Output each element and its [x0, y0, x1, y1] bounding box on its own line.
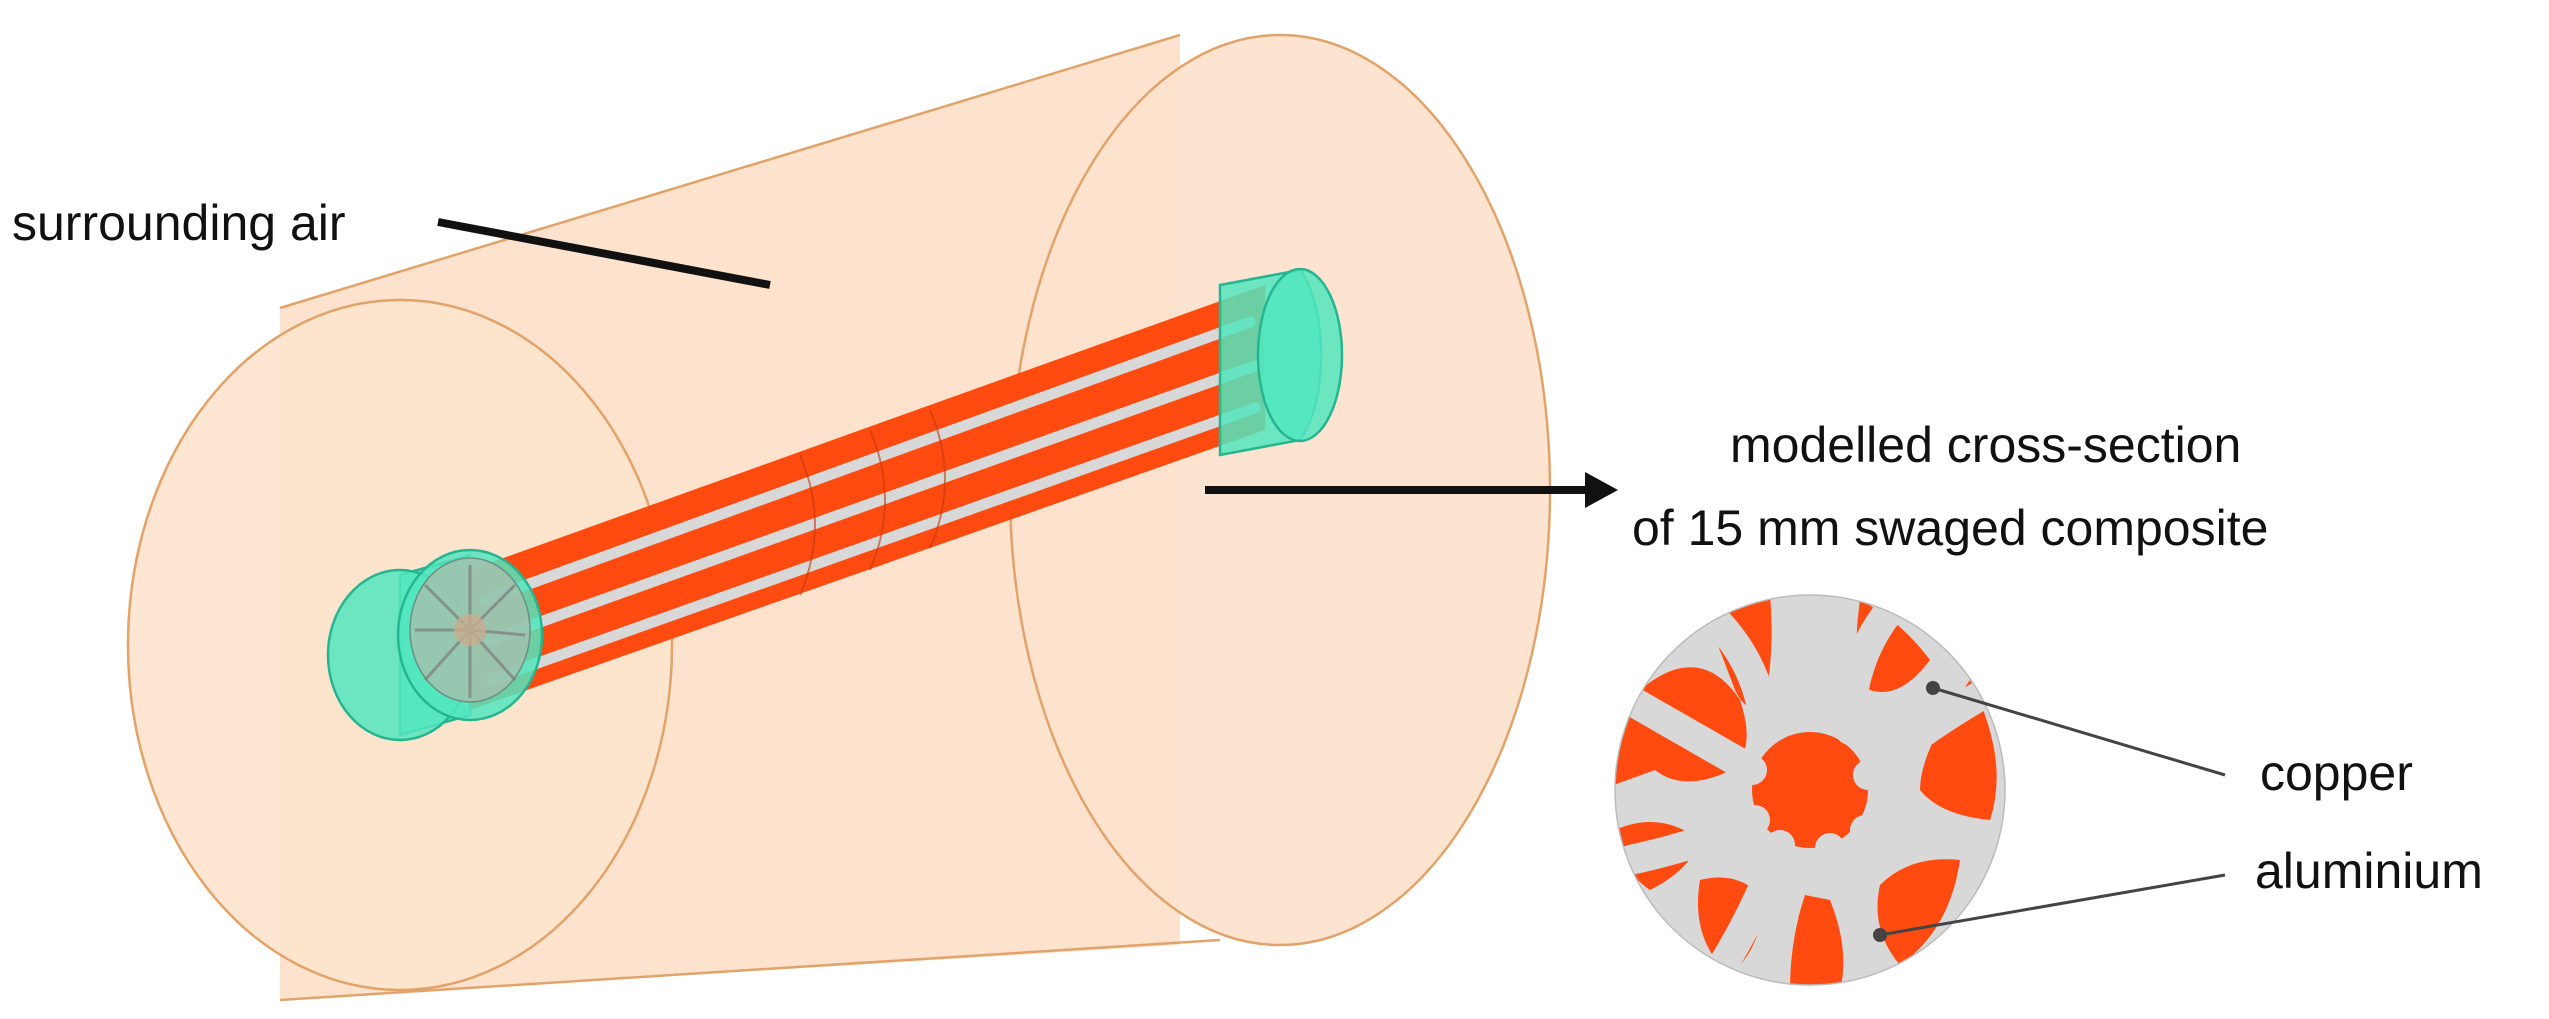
aluminium-stripe — [484, 402, 1261, 686]
rod-segment-joints — [799, 409, 946, 596]
rod-segment-joint — [869, 429, 886, 571]
aluminium-blade — [1835, 595, 1905, 745]
label-surrounding-air: surrounding air — [12, 195, 346, 251]
label-copper: copper — [2260, 745, 2413, 801]
section-annotation: modelled cross-section of 15 mm swaged c… — [1205, 417, 2268, 556]
rod-segment-joint — [929, 409, 946, 549]
aluminium-blade — [1615, 685, 1767, 785]
label-aluminium: aluminium — [2255, 843, 2483, 899]
aluminium-blade — [1615, 805, 1770, 875]
cap-center-core — [454, 614, 486, 646]
disc-outline — [1614, 594, 2006, 986]
composite-conductor-rod — [326, 267, 1344, 742]
rod-segment-joint — [799, 454, 816, 596]
label-cross-section-line2: of 15 mm swaged composite — [1632, 500, 2268, 556]
aluminium-blade — [1850, 815, 2005, 860]
aluminium-blade — [1690, 595, 1780, 745]
copper-core — [1752, 732, 1868, 848]
air-top-edge — [279, 33, 1181, 310]
aluminium-stripe — [479, 316, 1256, 606]
material-callouts: copper aluminium — [1873, 681, 2483, 942]
air-leader-line — [437, 218, 771, 289]
aluminium-blade — [1815, 833, 1895, 985]
aluminium-stripes — [479, 316, 1261, 686]
far-cap-face — [1256, 267, 1344, 443]
copper-sector — [1790, 895, 1844, 985]
cross-section-disc — [1614, 594, 2006, 986]
aluminium-leader-line — [1879, 873, 2226, 937]
rod-far-end-cap — [1218, 267, 1344, 457]
air-bottom-edge — [279, 938, 1221, 1002]
label-cross-section-line1: modelled cross-section — [1730, 417, 2241, 473]
aluminium-stripe — [484, 360, 1261, 646]
section-arrow-head — [1585, 472, 1618, 508]
rod-near-end-cap — [326, 548, 544, 742]
copper-sector — [1920, 680, 1997, 820]
copper-sector — [1877, 859, 1960, 965]
air-annotation: surrounding air — [12, 195, 771, 289]
copper-leader-line — [1932, 686, 2226, 777]
aluminium-blade — [1705, 830, 1795, 985]
